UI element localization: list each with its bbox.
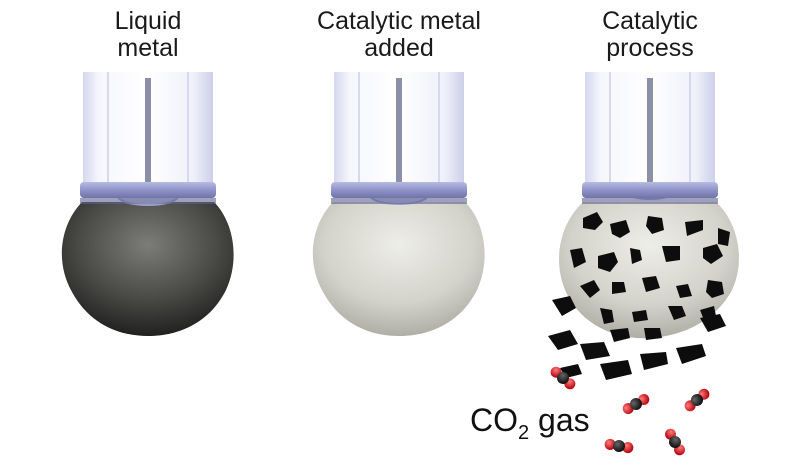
label-catalytic-metal-added: Catalytic metal added — [289, 8, 509, 62]
alloy-droplet — [312, 202, 485, 336]
carbon-atom — [691, 394, 703, 406]
co2-molecule — [665, 428, 685, 456]
label-catalytic-process-line2: process — [606, 34, 694, 62]
liquid-metal-droplet — [61, 202, 234, 336]
label-catalytic-process-line1: Catalytic — [602, 7, 698, 35]
electrode-wire — [396, 78, 402, 196]
electrode-wire — [145, 78, 151, 200]
electrode-wire — [647, 78, 653, 194]
tube-seal-ring — [582, 182, 718, 198]
tube-seal-ring — [80, 182, 216, 198]
oxygen-atom — [604, 438, 616, 450]
label-liquid-metal-line2: metal — [117, 34, 179, 62]
carbon-atom — [613, 440, 625, 452]
oxygen-atom — [622, 442, 634, 454]
carbon-atom — [669, 436, 681, 448]
carbon-atom — [557, 372, 569, 384]
co2-prefix: CO — [470, 402, 518, 438]
tube-seal-ring — [331, 182, 467, 198]
label-catalytic-metal-added-line2: added — [364, 34, 434, 62]
label-catalytic-process: Catalytic process — [570, 8, 730, 62]
label-liquid-metal: Liquid metal — [68, 8, 228, 62]
co2-molecule — [684, 388, 710, 412]
co2-molecule — [604, 438, 634, 454]
carbon-atom — [630, 398, 642, 410]
co2-molecule — [622, 394, 650, 414]
co2-gas-label: CO2 gas — [470, 402, 590, 445]
co2-gas-word: gas — [538, 402, 590, 438]
solid-carbon-flakes — [570, 212, 730, 324]
panel-catalytic-metal-added — [312, 72, 485, 336]
co2-molecule — [550, 366, 576, 390]
co2-molecules — [550, 366, 710, 456]
alloy-droplet — [559, 202, 739, 339]
co2-subscript: 2 — [518, 422, 530, 444]
falling-carbon-flakes — [548, 296, 726, 380]
panel-liquid-metal — [61, 72, 234, 336]
panel-catalytic-process — [548, 72, 739, 456]
label-liquid-metal-line1: Liquid — [114, 7, 182, 35]
label-catalytic-metal-added-line1: Catalytic metal — [317, 7, 481, 35]
